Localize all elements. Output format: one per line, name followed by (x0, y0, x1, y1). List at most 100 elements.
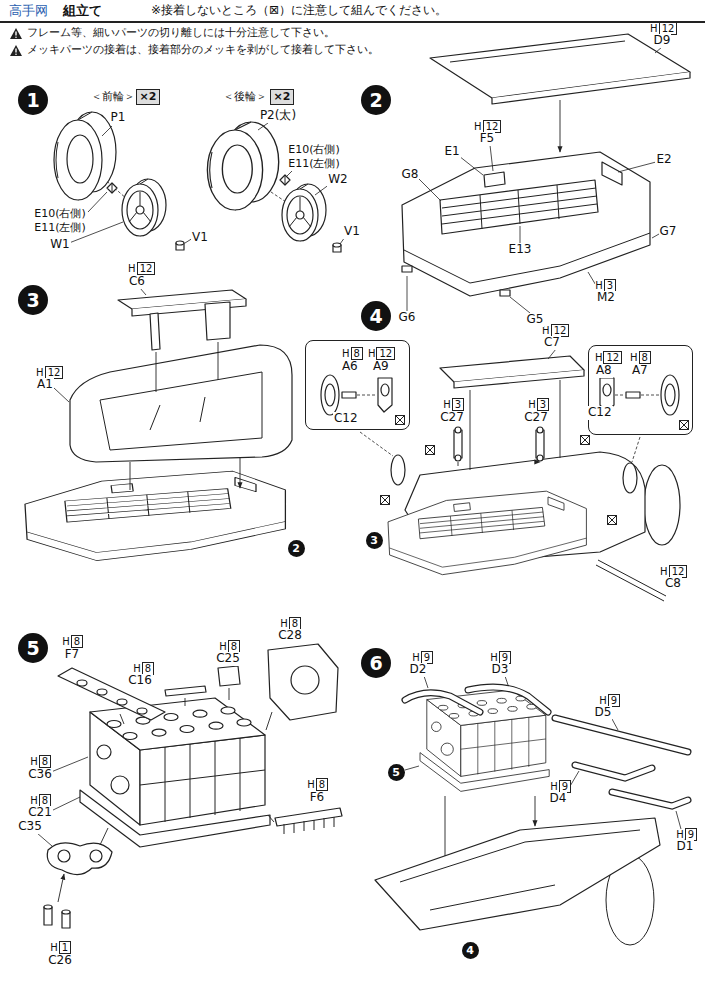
suspension-drawing (665, 384, 675, 406)
subassembly-ref-circle: 3 (366, 532, 383, 549)
engine-drawing (62, 910, 70, 914)
wheel-drawing (282, 184, 326, 241)
suspension-drawing (661, 375, 679, 415)
runner-code-box: H8 (228, 640, 240, 653)
part-number: C25 (215, 652, 241, 666)
suspension-drawing (536, 430, 544, 458)
runner-number: 12 (379, 348, 392, 359)
part-number: A1 (36, 378, 54, 392)
runner-code-box: H9 (499, 651, 511, 664)
part-number: C6 (128, 275, 146, 289)
step-number-circle: 6 (361, 648, 391, 678)
runner-letter: H (599, 695, 607, 706)
runner-code-box: H3 (452, 398, 464, 411)
suspension-drawing (321, 349, 689, 601)
engine-drawing (275, 808, 342, 826)
chassis-front-drawing (25, 471, 285, 560)
suspension-drawing (626, 392, 640, 398)
runner-letter: H (50, 942, 58, 953)
runner-letter: H (550, 781, 558, 792)
runner-number: 3 (540, 399, 546, 410)
part-number: D2 (409, 663, 428, 677)
rear-chassis-drawing (575, 765, 652, 778)
step-number: 1 (26, 89, 39, 111)
wheel-drawing (207, 122, 278, 210)
runner-code-box: H12 (659, 22, 678, 35)
runner-number: 9 (562, 781, 568, 792)
runner-code-box: H8 (289, 617, 301, 630)
part-number: D3 (491, 663, 510, 677)
runner-code-box: H12 (551, 324, 570, 337)
engine-drawing (291, 666, 319, 694)
runner-letter: H (62, 636, 70, 647)
runner-letter: H (128, 263, 136, 274)
step-number: 3 (26, 289, 39, 311)
wheel-position: ＜後輪＞ (222, 91, 268, 104)
header-note: ※接着しないところ（⊠）に注意して組んでください。 (150, 4, 448, 18)
runner-code-box: H12 (603, 351, 622, 364)
rear-chassis-drawing (405, 693, 480, 712)
rear-chassis-drawing (405, 676, 684, 840)
runner-number: 12 (662, 23, 675, 34)
subassembly-ref-circle: 5 (388, 764, 405, 781)
rear-chassis-drawing (420, 690, 549, 791)
rear-chassis-drawing (405, 693, 480, 712)
rear-chassis-drawing (468, 687, 548, 712)
part-number: C26 (47, 954, 73, 968)
runner-code-box: H8 (39, 794, 51, 807)
part-number: C28 (277, 629, 303, 643)
runner-letter: H (30, 756, 38, 767)
engine-drawing (58, 668, 165, 720)
wheel-drawing (122, 179, 166, 236)
part-number: C12 (587, 406, 613, 420)
step-number: 6 (369, 652, 382, 674)
runner-number: 9 (502, 652, 508, 663)
watermark: 高手网 (8, 4, 49, 19)
wheel-drawing (107, 183, 117, 193)
runner-letter: H (595, 352, 603, 363)
suspension-drawing (454, 430, 462, 458)
engine-drawing (284, 817, 334, 834)
front-nose-drawing (402, 266, 412, 272)
part-number: W1 (49, 238, 71, 252)
part-number: G6 (398, 311, 417, 325)
runner-code-box: H12 (376, 347, 395, 360)
front-nose-drawing (407, 47, 662, 313)
part-number: C21 (27, 806, 53, 820)
engine-drawing (80, 698, 270, 847)
part-number: A6 (341, 360, 359, 374)
part-number: F6 (309, 791, 326, 805)
part-number: C16 (127, 674, 153, 688)
suspension-drawing (596, 560, 666, 601)
runner-number: 3 (607, 280, 613, 291)
runner-number: 12 (554, 325, 567, 336)
runner-letter: H (528, 399, 536, 410)
part-number: M2 (596, 291, 616, 305)
suspension-drawing (537, 427, 543, 433)
part-number: A8 (595, 364, 613, 378)
suspension-drawing (342, 392, 356, 398)
engine-drawing (165, 686, 206, 696)
runner-code-box: H8 (351, 347, 363, 360)
runner-letter: H (133, 663, 141, 674)
chassis-front-drawing (150, 397, 205, 430)
part-number: C36 (27, 768, 53, 782)
runner-number: 12 (486, 121, 499, 132)
suspension-drawing (615, 395, 660, 396)
suspension-drawing (357, 395, 377, 396)
runner-letter: H (412, 652, 420, 663)
suspension-drawing (391, 455, 405, 485)
rear-chassis-drawing (375, 818, 660, 930)
suspension-drawing (396, 416, 405, 425)
part-number: V1 (343, 225, 361, 239)
runner-letter: H (630, 352, 638, 363)
wheel-position: ＜前輪＞ (90, 91, 136, 104)
step-number-circle: 4 (361, 301, 391, 331)
engine-drawing (47, 843, 112, 875)
rear-chassis-drawing (555, 718, 688, 752)
rear-chassis-drawing (400, 830, 640, 910)
suspension-drawing (458, 380, 560, 470)
wheel-drawing (54, 112, 116, 200)
subassembly-number: 4 (466, 944, 474, 957)
runner-number: 12 (48, 367, 61, 378)
